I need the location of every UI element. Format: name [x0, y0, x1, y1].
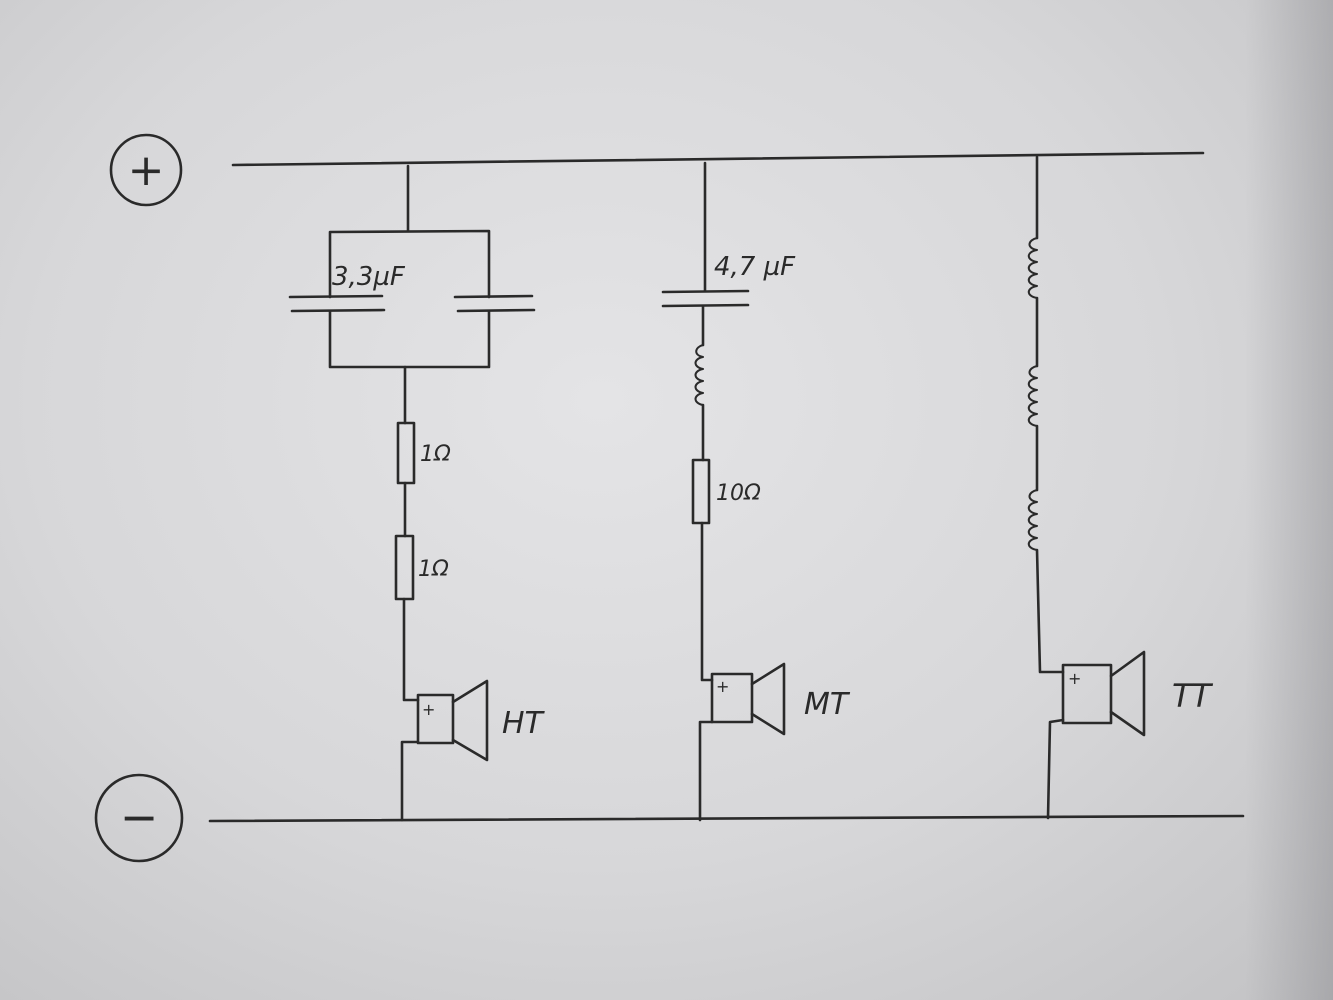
- ht-capacitor-label: 3,3µF: [332, 262, 406, 292]
- tt-wire-bottom: [1046, 718, 1065, 820]
- ht-resistor-1: [396, 421, 416, 485]
- tt-speaker-label: TT: [1172, 677, 1214, 715]
- ht-capacitor-left: [288, 294, 386, 313]
- ht-speaker-icon: +: [416, 679, 489, 762]
- ht-speaker-label: HT: [502, 706, 546, 741]
- tt-branch: + TT: [1027, 155, 1214, 820]
- ht-resistor-2: [394, 534, 415, 601]
- mt-speaker-label: MT: [804, 687, 851, 722]
- mt-inductor: [694, 344, 704, 406]
- ht-resistor-1-label: 1Ω: [420, 442, 451, 467]
- ht-wire-bottom: [400, 740, 420, 822]
- mt-branch: 4,7 µF 10Ω + MT: [661, 161, 851, 822]
- tt-speaker-polarity: +: [1068, 669, 1081, 688]
- mt-capacitor-label: 4,7 µF: [714, 252, 796, 282]
- tt-inductor-2: [1027, 365, 1038, 427]
- negative-terminal-label: −: [120, 790, 159, 844]
- positive-rail: [231, 151, 1205, 167]
- ht-speaker-polarity: +: [422, 700, 435, 719]
- mt-wire-bottom: [698, 720, 714, 822]
- positive-terminal-label: +: [128, 145, 165, 196]
- tt-inductor-1: [1027, 237, 1038, 299]
- mt-resistor-label: 10Ω: [716, 481, 761, 506]
- ht-wire-speaker: [402, 597, 420, 702]
- tt-inductor-3: [1027, 489, 1038, 551]
- mt-wire-speaker: [700, 521, 714, 682]
- mt-speaker-icon: +: [710, 662, 786, 736]
- ht-resistor-2-label: 1Ω: [418, 557, 449, 582]
- ht-capacitor-loop: [328, 229, 491, 369]
- ht-capacitor-right: [453, 294, 536, 313]
- ht-branch: 3,3µF 1Ω 1Ω + HT: [288, 164, 546, 822]
- positive-terminal: +: [109, 133, 183, 207]
- mt-speaker-polarity: +: [716, 677, 729, 696]
- tt-wire-speaker: [1035, 548, 1065, 674]
- negative-terminal: −: [94, 773, 184, 863]
- mt-resistor: [691, 458, 711, 525]
- negative-rail: [208, 814, 1245, 823]
- tt-speaker-icon: +: [1061, 650, 1146, 737]
- mt-capacitor: [661, 289, 750, 308]
